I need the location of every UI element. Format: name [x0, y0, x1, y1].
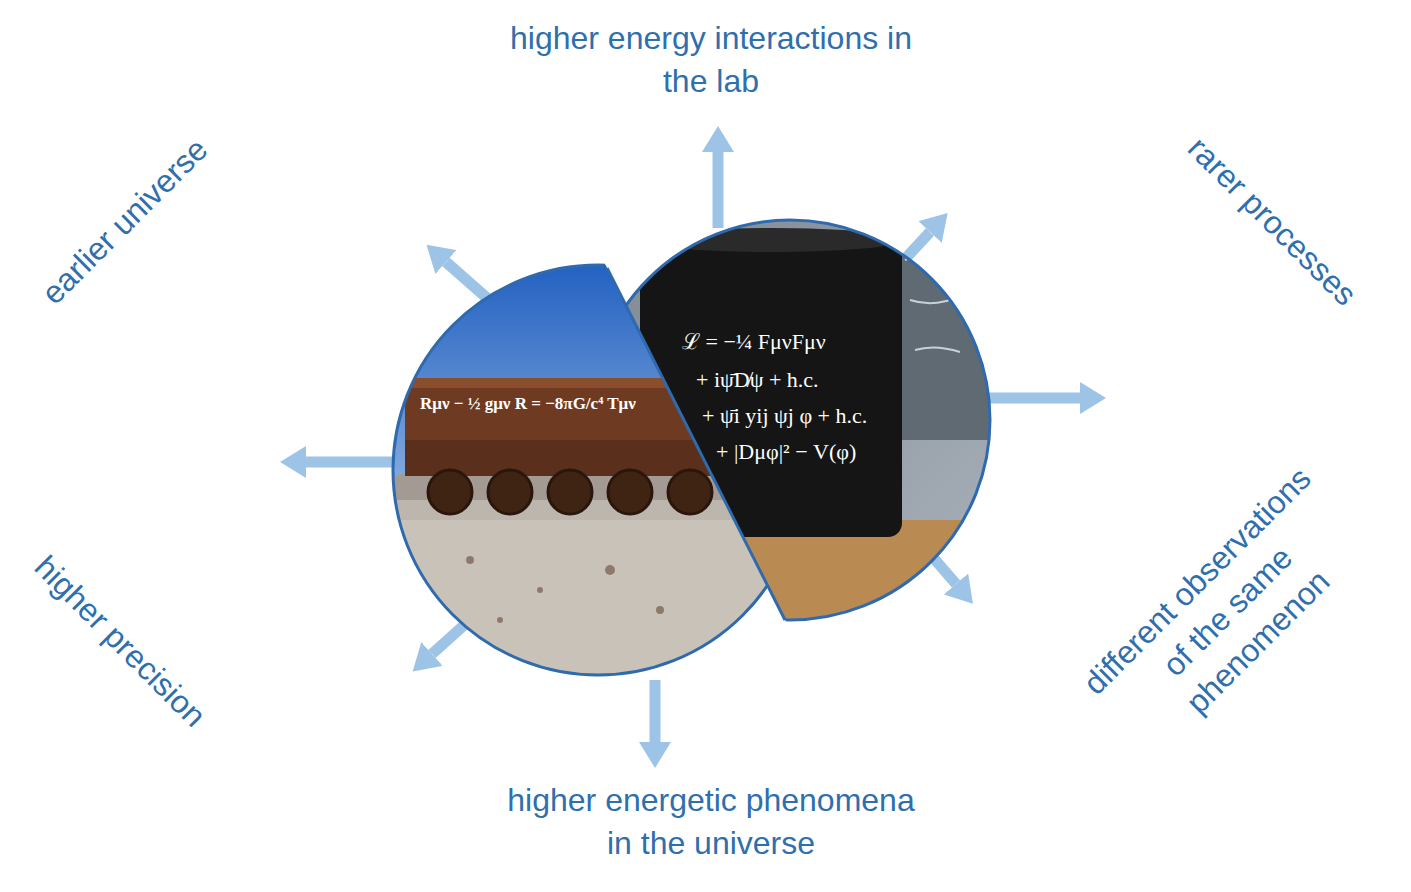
direction-label: earlier universe	[0, 94, 253, 351]
lagrangian-line: + iψ̄D̸ψ + h.c.	[696, 368, 819, 392]
circle-outline	[393, 220, 990, 675]
mug-photo	[580, 210, 1000, 640]
direction-label: higher energetic phenomena in the univer…	[491, 779, 931, 865]
lagrangian-line: ℒ = −¼ FμνFμν	[682, 330, 826, 354]
direction-label: higher energy interactions in the lab	[491, 17, 931, 103]
arrows	[306, 152, 1080, 742]
direction-label: rarer processes	[1144, 94, 1401, 351]
einstein-equation: Rμν − ½ gμν R = −8πG/c⁴ Tμν	[420, 395, 636, 414]
direction-label: higher precision	[0, 514, 248, 771]
lagrangian-line: + |Dμφ|² − V(φ)	[716, 440, 856, 464]
lagrangian-line: + ψ̄i yij ψj φ + h.c.	[702, 404, 867, 428]
direction-label: different observations of the same pheno…	[1069, 453, 1387, 771]
